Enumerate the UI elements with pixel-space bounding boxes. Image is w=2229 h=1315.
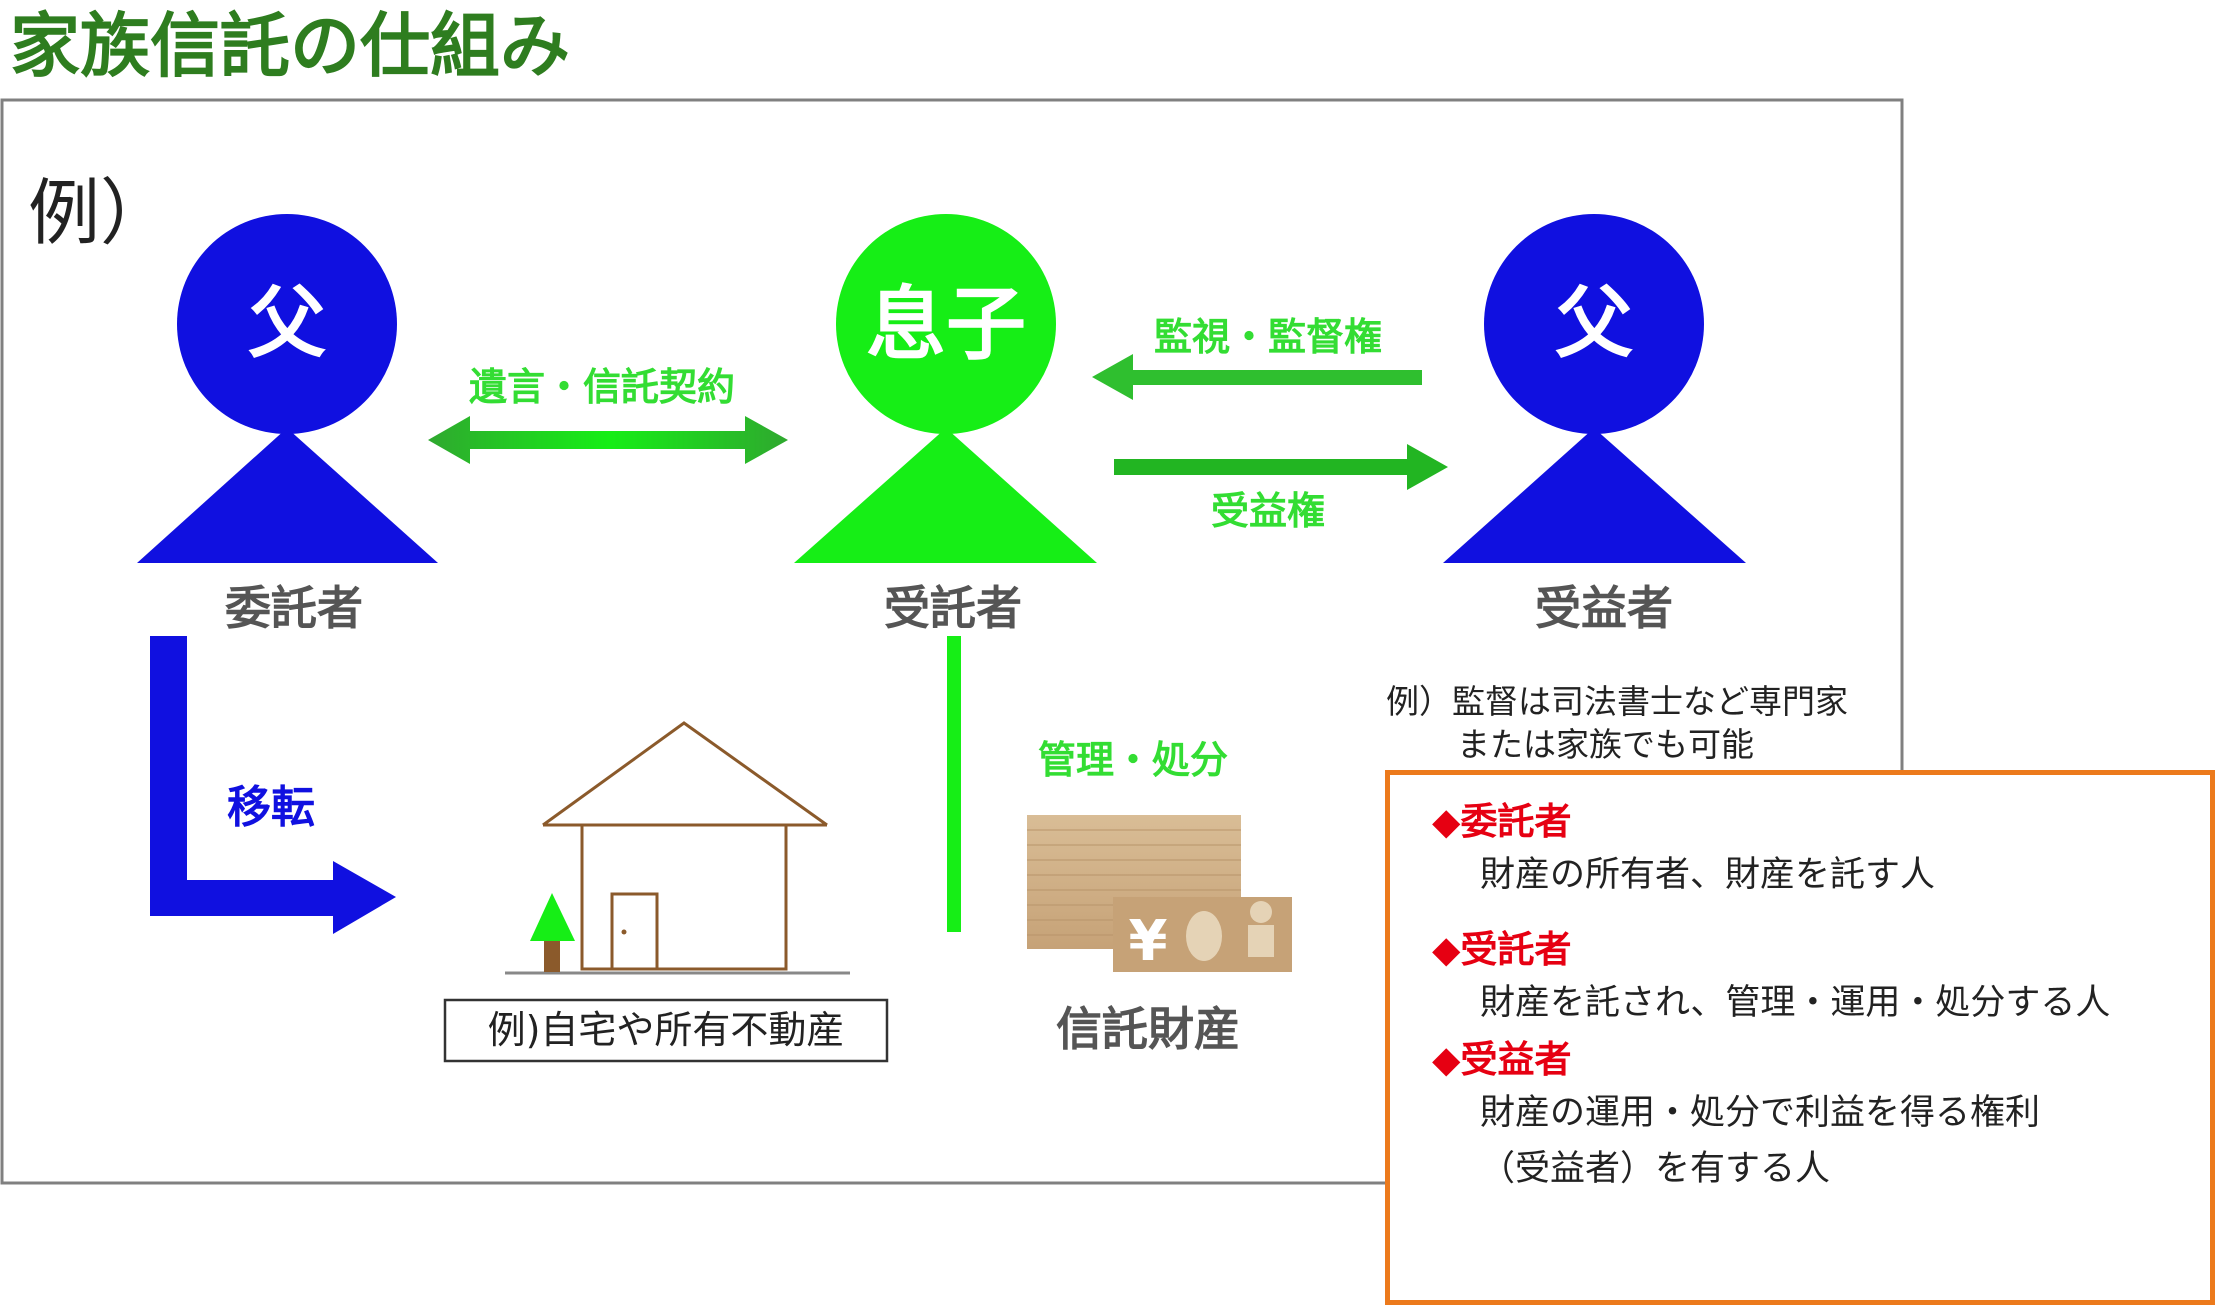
trustee-figure: 息子 受託者 [794, 214, 1097, 635]
page-title: 家族信託の仕組み [10, 5, 570, 87]
legend-body-trustee: 財産を託され、管理・運用・処分する人 [1480, 983, 2111, 1023]
trustee-body [794, 428, 1097, 563]
trust-property-label: 信託財産 [1056, 1002, 1240, 1056]
supervision-arrow [1092, 354, 1422, 400]
legend-body-beneficiary-1: 財産の運用・処分で利益を得る権利 [1480, 1093, 2041, 1133]
legend-spacer [1432, 903, 2180, 925]
beneficial-right-arrow [1114, 444, 1448, 490]
transfer-label: 移転 [227, 782, 315, 833]
beneficiary-circle-label: 父 [1555, 279, 1633, 369]
will-trust-arrow [428, 416, 788, 464]
supervisor-note: 例）監督は司法書士など専門家 または家族でも可能 [1386, 680, 1848, 766]
house-icon [505, 721, 850, 975]
settlor-figure: 父 委託者 [137, 214, 438, 635]
tree-icon [530, 893, 575, 972]
supervision-label: 監視・監督権 [1154, 315, 1382, 359]
trustee-role-label: 受託者 [884, 581, 1022, 635]
beneficiary-figure: 父 受益者 [1443, 214, 1746, 635]
trustee-head [836, 214, 1056, 434]
legend-body-beneficiary-2: （受益者）を有する人 [1480, 1149, 1831, 1189]
beneficial-right-label: 受益権 [1211, 489, 1325, 533]
beneficiary-body [1443, 428, 1746, 563]
house-caption: 例)自宅や所有不動産 [488, 1008, 845, 1052]
trustee-circle-label: 息子 [866, 278, 1026, 371]
legend-body-settlor: 財産の所有者、財産を託す人 [1480, 855, 1936, 895]
settlor-circle-label: 父 [248, 279, 326, 369]
will-trust-label: 遺言・信託契約 [469, 365, 735, 409]
beneficiary-head [1484, 214, 1704, 434]
note-line-2: または家族でも可能 [1457, 725, 1754, 764]
note-line-1: 例）監督は司法書士など専門家 [1386, 682, 1848, 721]
beneficiary-role-label: 受益者 [1535, 581, 1673, 635]
example-label: 例） [28, 171, 172, 255]
house-caption-box [443, 998, 889, 1063]
settlor-head [177, 214, 397, 434]
settlor-body [137, 428, 438, 563]
management-label: 管理・処分 [1038, 738, 1228, 782]
transfer-arrow [150, 636, 396, 934]
settlor-role-label: 委託者 [225, 581, 363, 635]
trustee-management-line [947, 636, 961, 932]
legend-head-trustee: ◆受託者 [1432, 928, 1572, 971]
role-legend: ◆委託者 財産の所有者、財産を託す人 ◆受託者 財産を託され、管理・運用・処分す… [1385, 770, 2215, 1305]
cash-stack-icon: ¥ [1027, 815, 1292, 974]
legend-head-beneficiary: ◆受益者 [1432, 1038, 1572, 1081]
yen-symbol: ¥ [1129, 909, 1168, 974]
example-frame [0, 98, 1904, 1185]
legend-head-settlor: ◆委託者 [1432, 800, 1572, 843]
